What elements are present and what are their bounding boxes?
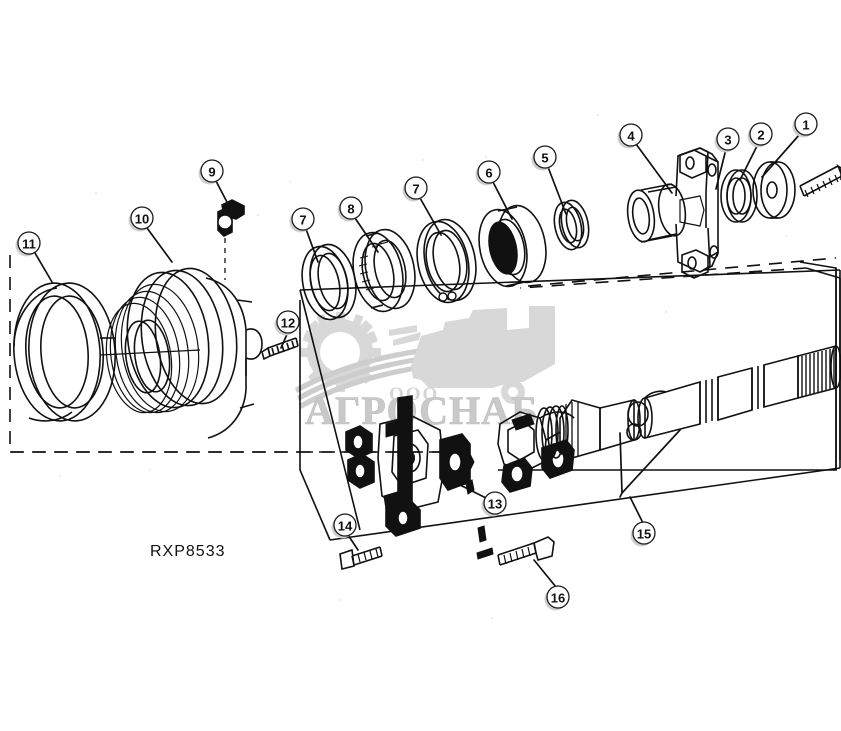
leader-line (451, 480, 487, 499)
callout-6: 6 (475, 160, 513, 220)
callout-bubble (291, 207, 315, 231)
figure-label: RXP8533 (150, 543, 226, 560)
part-4-yoke (626, 147, 719, 279)
shaft-seal-ring (535, 405, 565, 461)
callout-number: 7 (299, 213, 306, 228)
callout-7: 7 (402, 176, 442, 236)
leader-15-branches (619, 429, 681, 498)
part-13-journal-assembly (345, 395, 475, 537)
callout-number: 16 (551, 591, 565, 606)
callout-bubble (619, 123, 643, 147)
callout-4: 4 (617, 123, 673, 194)
callout-number: 15 (637, 527, 651, 542)
callout-bubble (477, 160, 501, 184)
leader-line (761, 133, 801, 178)
leader-line (739, 143, 759, 181)
callout-number: 6 (485, 166, 492, 181)
callout-16: 16 (533, 559, 570, 611)
callout-1: 1 (761, 112, 818, 178)
leader-line (305, 228, 319, 263)
part-8-bearing (352, 228, 416, 313)
callout-8: 8 (337, 196, 379, 253)
callout-bubble (276, 310, 300, 334)
part-3-washer (720, 169, 758, 223)
callout-bubble (546, 585, 570, 609)
callout-14: 14 (331, 513, 359, 551)
callout-10: 10 (128, 206, 173, 263)
part-6-bearing (478, 204, 547, 288)
leader-line (533, 559, 557, 588)
callout-bubble (632, 521, 656, 545)
part-5-seal (553, 199, 590, 251)
callout-bubble (339, 196, 363, 220)
callout-bubble (749, 122, 773, 146)
callout-bubble (533, 145, 557, 169)
callout-bubble (200, 159, 224, 183)
callout-bubble (130, 206, 154, 230)
callout-7: 7 (289, 207, 319, 263)
callout-12: 12 (274, 310, 300, 349)
callout-bubble (483, 491, 507, 515)
callout-number: 11 (22, 237, 36, 252)
callout-3: 3 (714, 127, 740, 190)
part-11-ring (13, 282, 116, 422)
part-14-cap-screw (339, 546, 383, 570)
callout-5: 5 (531, 145, 567, 215)
callout-number: 14 (338, 519, 353, 534)
leader-line (629, 496, 644, 524)
part-12-cap-screw (261, 337, 299, 361)
callout-number: 10 (135, 212, 149, 227)
part-7-snap-ring-right (416, 218, 477, 304)
callout-11: 11 (15, 231, 53, 283)
callout-number: 3 (724, 133, 731, 148)
callout-number: 7 (412, 182, 419, 197)
leader-line (715, 148, 727, 190)
part-16-cap-screw (476, 525, 555, 566)
leader-line (419, 197, 442, 236)
leader-line (34, 252, 53, 283)
leader-line (547, 166, 567, 215)
callout-number: 12 (281, 316, 295, 331)
callout-number: 9 (208, 165, 215, 180)
part-9-grease-fitting (217, 199, 245, 280)
leader-line (146, 227, 173, 263)
part-10-pulley (99, 267, 263, 439)
callout-bubble (716, 127, 740, 151)
callout-13: 13 (451, 480, 507, 517)
leader-line (354, 217, 379, 253)
callout-number: 2 (757, 128, 764, 143)
leader-line (347, 534, 359, 551)
leader-line (492, 181, 513, 220)
leader-line (635, 143, 673, 194)
callout-bubble (17, 231, 41, 255)
part-2-washer (752, 161, 796, 219)
callout-number: 4 (627, 129, 635, 144)
callout-15: 15 (629, 496, 656, 547)
callout-9: 9 (198, 159, 229, 205)
part-1-cap-screw (799, 163, 841, 198)
callout-number: 5 (541, 151, 548, 166)
callout-number: 1 (802, 118, 809, 133)
leader-line (215, 180, 229, 205)
part-15-drive-shaft (555, 344, 841, 459)
callout-bubble (794, 112, 818, 136)
callout-number: 13 (488, 497, 502, 512)
scan-specks (58, 113, 788, 620)
callout-2: 2 (739, 122, 773, 181)
callout-bubble (333, 513, 357, 537)
callout-number: 8 (347, 202, 354, 217)
callout-bubble (404, 176, 428, 200)
